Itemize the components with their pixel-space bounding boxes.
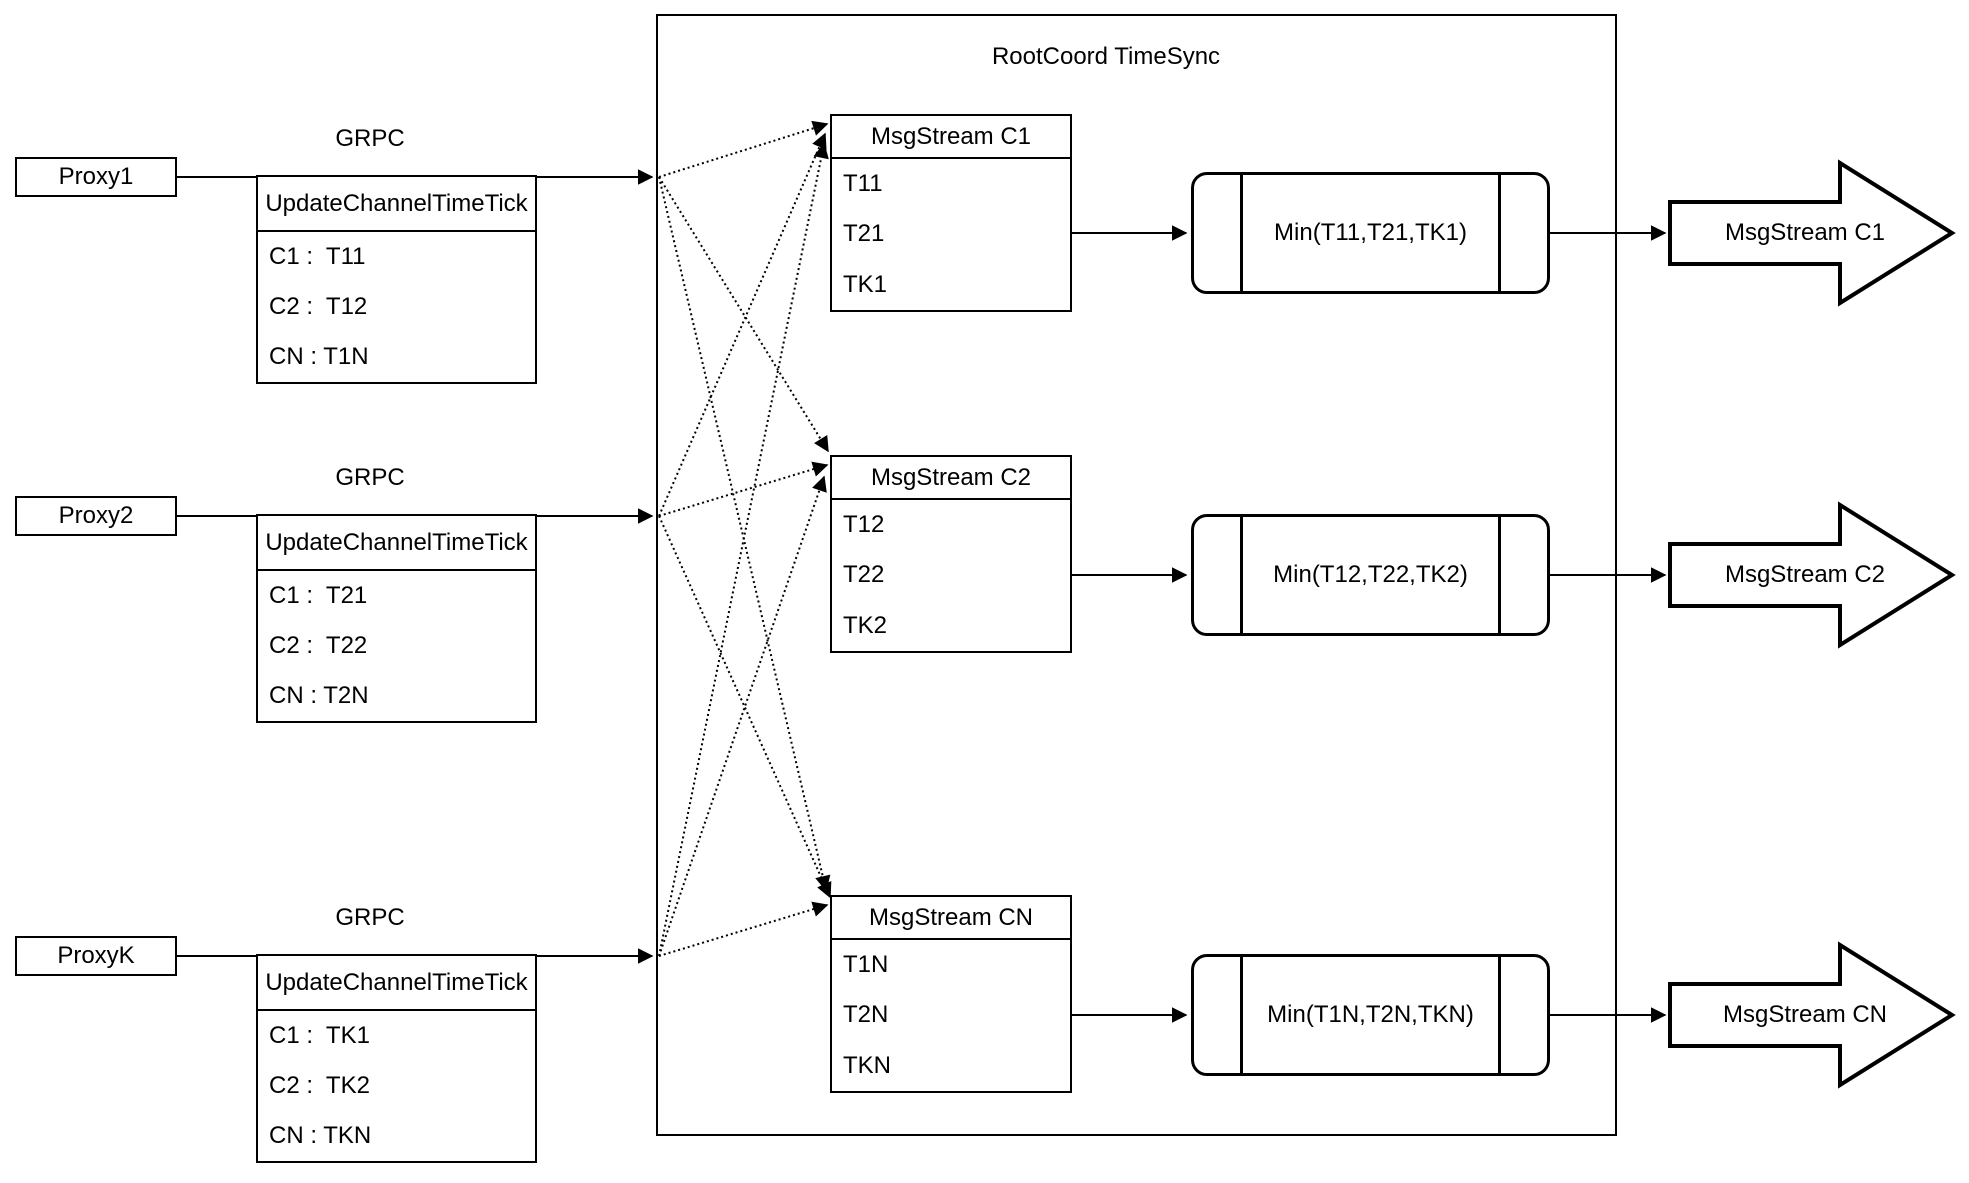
msgstream-table-entry: T12 bbox=[843, 511, 885, 539]
process-divider bbox=[1498, 175, 1501, 291]
update-table-entry: C1 : T11 bbox=[269, 243, 366, 270]
dotted-arrow-p2-c2 bbox=[658, 465, 827, 517]
rootcoord-title: RootCoord TimeSync bbox=[991, 43, 1221, 70]
output-arrow-label-1: MsgStream C1 bbox=[1724, 219, 1886, 246]
msgstream-table-header: MsgStream C1 bbox=[832, 116, 1070, 159]
msgstream-table-2: MsgStream C2 T12 T22 TK2 bbox=[830, 455, 1072, 653]
update-table-entry: C1 : TK1 bbox=[269, 1022, 370, 1049]
process-divider bbox=[1498, 957, 1501, 1073]
proxy-box-3: ProxyK bbox=[15, 936, 177, 976]
msgstream-table-entry: T1N bbox=[843, 951, 889, 979]
update-table-entry: C2 : T12 bbox=[269, 293, 368, 320]
update-table-entry: CN : T2N bbox=[269, 682, 369, 709]
update-table-header: UpdateChannelTimeTick bbox=[258, 956, 535, 1011]
update-table-entry: C1 : T21 bbox=[269, 582, 368, 609]
dotted-arrow-p1-c1 bbox=[658, 124, 827, 178]
update-table-header: UpdateChannelTimeTick bbox=[258, 516, 535, 571]
msgstream-table-entry: TK1 bbox=[843, 270, 888, 298]
min-label-1: Min(T11,T21,TK1) bbox=[1274, 219, 1467, 246]
msgstream-table-entry: TKN bbox=[843, 1051, 891, 1079]
output-block-arrow-2 bbox=[1668, 501, 1956, 649]
msgstream-table-entry: T11 bbox=[843, 170, 883, 198]
proxy-label-2: Proxy2 bbox=[58, 502, 134, 529]
rootcoord-container bbox=[656, 14, 1617, 1136]
grpc-label-3: GRPC bbox=[335, 904, 405, 931]
update-table-entry: CN : TKN bbox=[269, 1122, 372, 1149]
grpc-label-1: GRPC bbox=[335, 125, 405, 152]
proxy-box-2: Proxy2 bbox=[15, 496, 177, 536]
msgstream-table-3: MsgStream CN T1N T2N TKN bbox=[830, 895, 1072, 1093]
msgstream-table-header: MsgStream C2 bbox=[832, 457, 1070, 500]
msgstream-table-1: MsgStream C1 T11 T21 TK1 bbox=[830, 114, 1072, 312]
dotted-arrow-pk-cn bbox=[658, 905, 827, 957]
output-arrow-label-3: MsgStream CN bbox=[1722, 1001, 1888, 1028]
proxy-label-1: Proxy1 bbox=[58, 163, 134, 190]
dotted-arrow-p1-cn bbox=[658, 176, 826, 890]
min-label-2: Min(T12,T22,TK2) bbox=[1273, 561, 1468, 588]
min-label-3: Min(T1N,T2N,TKN) bbox=[1267, 1001, 1474, 1028]
proxy-label-3: ProxyK bbox=[57, 942, 135, 969]
msgstream-table-entry: T22 bbox=[843, 561, 885, 589]
update-table-entry: C2 : T22 bbox=[269, 632, 368, 659]
process-divider bbox=[1240, 175, 1243, 291]
proxy-box-1: Proxy1 bbox=[15, 157, 177, 197]
dotted-arrow-p1-c2 bbox=[658, 176, 829, 451]
update-table-entry: CN : T1N bbox=[269, 343, 369, 370]
output-block-arrow-1 bbox=[1668, 159, 1956, 307]
process-divider bbox=[1240, 957, 1243, 1073]
msgstream-table-entry: T21 bbox=[843, 220, 885, 248]
dotted-arrow-pk-c1 bbox=[658, 144, 824, 957]
update-table-2: UpdateChannelTimeTick C1 : T21 C2 : T22 … bbox=[256, 514, 537, 723]
update-table-entry: C2 : TK2 bbox=[269, 1072, 370, 1099]
msgstream-table-header: MsgStream CN bbox=[832, 897, 1070, 940]
update-table-1: UpdateChannelTimeTick C1 : T11 C2 : T12 … bbox=[256, 175, 537, 384]
output-block-arrow-3 bbox=[1668, 941, 1956, 1089]
msgstream-table-entry: TK2 bbox=[843, 611, 888, 639]
process-divider bbox=[1240, 517, 1243, 633]
process-divider bbox=[1498, 517, 1501, 633]
min-process-1: Min(T11,T21,TK1) bbox=[1191, 172, 1550, 294]
grpc-label-2: GRPC bbox=[335, 464, 405, 491]
msgstream-table-entry: T2N bbox=[843, 1001, 889, 1029]
update-table-header: UpdateChannelTimeTick bbox=[258, 177, 535, 232]
min-process-3: Min(T1N,T2N,TKN) bbox=[1191, 954, 1550, 1076]
output-arrow-label-2: MsgStream C2 bbox=[1724, 561, 1886, 588]
min-process-2: Min(T12,T22,TK2) bbox=[1191, 514, 1550, 636]
update-table-3: UpdateChannelTimeTick C1 : TK1 C2 : TK2 … bbox=[256, 954, 537, 1163]
